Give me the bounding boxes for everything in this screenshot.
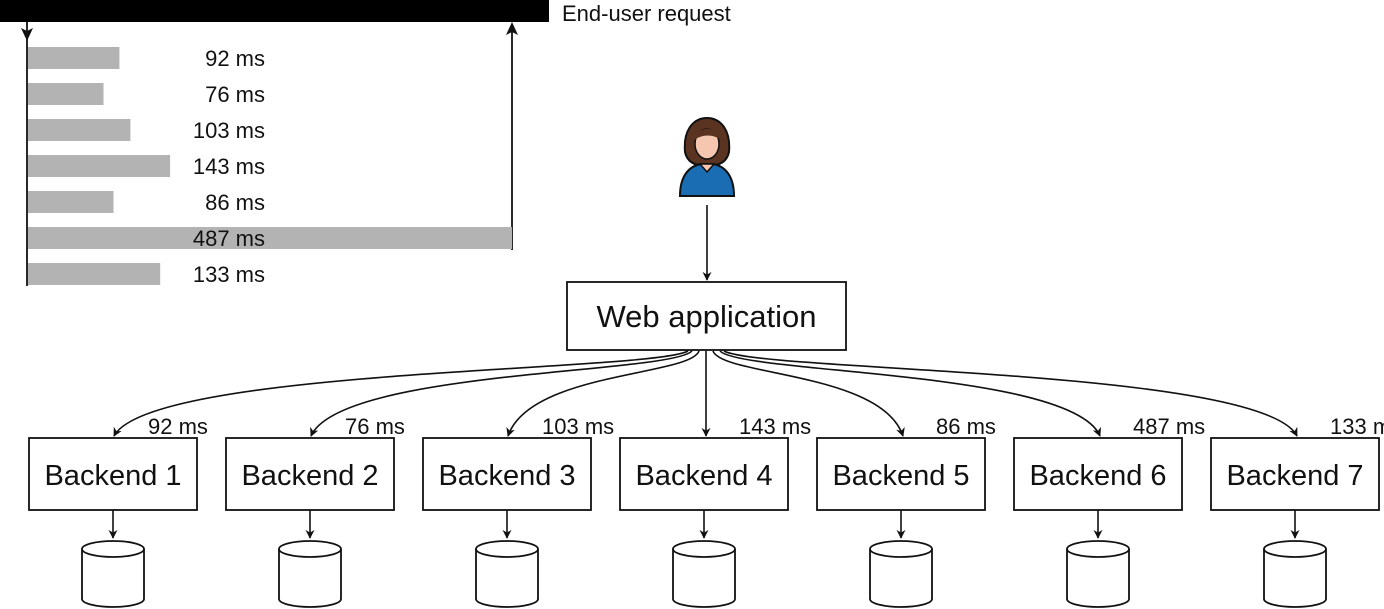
database-icon [869, 540, 933, 608]
backend-node: 103 ms Backend 3 [422, 414, 614, 608]
end-user-request-label: End-user request [562, 1, 731, 26]
backend-latency-label: 487 ms [1133, 414, 1205, 439]
web-application-label: Web application [596, 299, 816, 334]
backend-box [1013, 437, 1183, 511]
user-avatar-icon [678, 116, 736, 197]
timing-label: 103 ms [193, 118, 265, 143]
database-icon [475, 540, 539, 608]
backend-latency-label: 103 ms [542, 414, 614, 439]
backend-latency-label: 143 ms [739, 414, 811, 439]
backend-node: 76 ms Backend 2 [225, 414, 405, 608]
backend-box [422, 437, 592, 511]
database-icon [81, 540, 145, 608]
database-icon [1263, 540, 1327, 608]
database-icon [1066, 540, 1130, 608]
backend-label: Backend 3 [438, 460, 575, 492]
timing-bar [28, 263, 161, 285]
timing-label: 143 ms [193, 154, 265, 179]
backend-label: Backend 7 [1226, 460, 1363, 492]
database-icon [278, 540, 342, 608]
backend-label: Backend 2 [241, 460, 378, 492]
request-timeline: End-user request 92 ms 76 ms 103 ms 143 ms 8… [0, 0, 731, 287]
timing-bar [28, 83, 104, 105]
timing-bars: 92 ms 76 ms 103 ms 143 ms 86 ms 487 ms 133 ms [28, 46, 512, 287]
backend-box [619, 437, 789, 511]
timing-bar [28, 119, 131, 141]
end-user-request-bar [0, 0, 549, 22]
backend-node: 86 ms Backend 5 [816, 414, 996, 608]
timing-label: 76 ms [205, 82, 265, 107]
backend-label: Backend 5 [832, 460, 969, 492]
backend-node: 92 ms Backend 1 [28, 414, 208, 608]
backend-label: Backend 6 [1029, 460, 1166, 492]
timing-bar [28, 191, 114, 213]
timing-label: 133 ms [193, 262, 265, 287]
timing-label: 92 ms [205, 46, 265, 71]
backend-node: 487 ms Backend 6 [1013, 414, 1205, 608]
timing-label: 86 ms [205, 190, 265, 215]
timing-bar [28, 155, 171, 177]
timeline-return-arrow [506, 22, 518, 35]
timing-bar [28, 227, 512, 249]
backend-node: 143 ms Backend 4 [619, 414, 811, 608]
fanout-arrows [113, 350, 1298, 437]
timeline-start-arrow [21, 28, 33, 41]
backend-latency-label: 133 ms [1330, 414, 1384, 439]
database-icon [672, 540, 736, 608]
backend-latency-label: 92 ms [148, 414, 208, 439]
web-application-node: Web application [566, 281, 847, 351]
backends-row: 92 ms Backend 1 76 ms Backend 2 103 ms Backen… [28, 414, 1384, 608]
timing-label: 487 ms [193, 226, 265, 251]
backend-box [1210, 437, 1380, 511]
backend-label: Backend 1 [44, 460, 181, 492]
backend-latency-label: 76 ms [345, 414, 405, 439]
backend-latency-label: 86 ms [936, 414, 996, 439]
timing-bar [28, 47, 120, 69]
backend-node: 133 ms Backend 7 [1210, 414, 1384, 608]
backend-label: Backend 4 [635, 460, 772, 492]
